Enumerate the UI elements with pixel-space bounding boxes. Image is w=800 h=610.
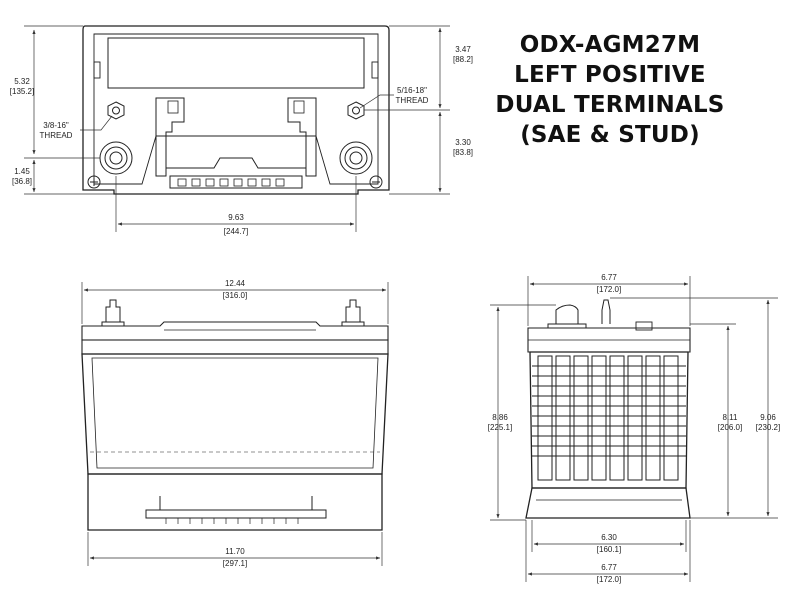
- dim-side-base-width-inches: 6.30: [601, 533, 617, 542]
- dim-side-height-left-inches: 8.86: [492, 413, 508, 422]
- stud-left-front: [105, 299, 121, 322]
- stud-right: [347, 101, 365, 120]
- dim-side-height-right-inches: 9.06: [760, 413, 776, 422]
- positive-mark-icon: [87, 175, 101, 189]
- handle-grip-slots: [177, 178, 285, 187]
- dim-terminal-spacing-mm: [244.7]: [224, 227, 248, 236]
- dim-side-box-height-inches: 8.11: [723, 413, 739, 422]
- top-view-dimension-lines: [24, 25, 450, 232]
- front-handle: [145, 509, 327, 519]
- stud-left: [107, 101, 125, 120]
- top-view-label-panel: [107, 37, 365, 89]
- handle-right-clip: [293, 100, 305, 114]
- dim-side-base-width-mm: [160.1]: [597, 545, 621, 554]
- side-base: [525, 487, 691, 519]
- front-view-dimension-texts: 12.44 [316.0] 11.70 [297.1]: [223, 279, 247, 568]
- dim-top-length-mm: [316.0]: [223, 291, 247, 300]
- front-handle-slots: [165, 518, 299, 524]
- top-view-notch-right: [371, 61, 379, 79]
- top-view-outline: [82, 25, 390, 195]
- thread-left-label: THREAD: [40, 131, 73, 140]
- side-view: [525, 299, 691, 519]
- dim-base-length-inches: 11.70: [225, 547, 245, 556]
- dim-upper-right-mm: [88.2]: [453, 55, 473, 64]
- handle-right-bracket: [287, 97, 317, 177]
- thread-right-label: THREAD: [396, 96, 429, 105]
- thread-right-size: 5/16-18": [397, 86, 427, 95]
- dim-side-height-left-mm: [225.1]: [488, 423, 512, 432]
- front-body-inner: [91, 357, 379, 469]
- dim-upper-right-inches: 3.47: [455, 45, 471, 54]
- dim-side-top-width-mm: [172.0]: [597, 285, 621, 294]
- thread-left-size: 3/8-16": [43, 121, 69, 130]
- side-stud: [601, 299, 611, 324]
- handle-left-clip: [167, 100, 179, 114]
- title-line-polarity: LEFT POSITIVE: [514, 62, 706, 88]
- title-line-model: ODX-AGM27M: [519, 32, 701, 58]
- dim-side-height-right-mm: [230.2]: [756, 423, 780, 432]
- side-crossbars: [532, 365, 686, 457]
- dim-side-box-height-mm: [206.0]: [718, 423, 742, 432]
- dim-top-length-inches: 12.44: [225, 279, 246, 288]
- diagram-title: ODX-AGM27M LEFT POSITIVE DUAL TERMINALS …: [470, 30, 750, 150]
- side-post: [555, 304, 579, 324]
- front-body: [81, 353, 389, 475]
- side-view-dimension-texts: 6.77 [172.0] 8.86 [225.1] 8.11 [206.0] 9…: [488, 273, 780, 584]
- lid-lip: [81, 339, 389, 355]
- dim-lower-right-inches: 3.30: [455, 138, 471, 147]
- dim-terminal-spacing-inches: 9.63: [228, 213, 244, 222]
- post-left: [99, 141, 133, 175]
- dim-stud-offset-mm: [36.8]: [12, 177, 32, 186]
- dim-height-inches: 5.32: [14, 77, 30, 86]
- dim-side-top-width-inches: 6.77: [601, 273, 617, 282]
- front-view: [81, 299, 389, 531]
- side-vent: [635, 321, 653, 331]
- dim-stud-offset-inches: 1.45: [14, 167, 30, 176]
- dim-height-mm: [135.2]: [10, 87, 34, 96]
- stud-right-front: [345, 299, 361, 322]
- dim-lower-right-mm: [83.8]: [453, 148, 473, 157]
- top-view-inner-rim: [93, 33, 379, 185]
- title-line-terminals: DUAL TERMINALS: [495, 92, 725, 118]
- dim-side-overall-width-mm: [172.0]: [597, 575, 621, 584]
- front-base: [87, 473, 383, 531]
- dim-base-length-mm: [297.1]: [223, 559, 247, 568]
- handle-grip: [169, 175, 303, 189]
- dim-side-overall-width-inches: 6.77: [601, 563, 617, 572]
- post-right: [339, 141, 373, 175]
- side-ribs: [537, 355, 679, 481]
- side-lid: [527, 327, 691, 353]
- handle-left-bracket: [155, 97, 185, 177]
- front-view-dimension-lines: [81, 282, 389, 566]
- negative-mark-icon: [369, 175, 383, 189]
- top-view-notch-left: [93, 61, 101, 79]
- side-view-dimension-lines: [490, 276, 778, 582]
- top-view: [82, 25, 390, 195]
- top-view-dimension-texts: 5.32 [135.2] 1.45 [36.8] 3.47 [88.2] 3.3…: [10, 45, 473, 236]
- handle-bar: [166, 157, 306, 169]
- title-line-terminal-types: (SAE & STUD): [520, 122, 700, 148]
